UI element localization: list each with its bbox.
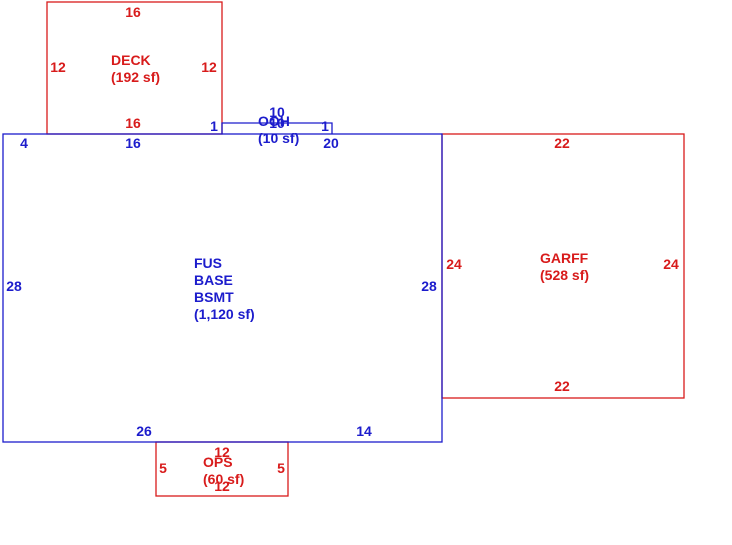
main-dim-left: 28 — [6, 278, 22, 294]
main-dim-bottom-right: 14 — [356, 423, 372, 439]
ooh-outline — [221, 122, 333, 134]
garage-dim-left: 24 — [446, 256, 462, 272]
garage-area: (528 sf) — [540, 267, 589, 283]
main-dim-right: 28 — [421, 278, 437, 294]
main-dim-bottom-left: 26 — [136, 423, 152, 439]
main-label-line-1: FUS — [194, 255, 222, 271]
main-label-line-3: BSMT — [194, 289, 234, 305]
ooh-area: (10 sf) — [258, 130, 299, 146]
porch-dim-left: 5 — [159, 460, 167, 476]
main-area: (1,120 sf) — [194, 306, 255, 322]
deck-dim-right: 12 — [201, 59, 217, 75]
deck-name: DECK — [111, 52, 151, 68]
main-dim-top: 16 — [125, 135, 141, 151]
main-house-outline — [2, 133, 443, 443]
porch-dim-top: 12 — [214, 444, 230, 460]
deck-dim-left: 12 — [50, 59, 66, 75]
garage-dim-top: 22 — [554, 135, 570, 151]
garage-name: GARFF — [540, 250, 589, 266]
ooh-dim-top-overlap: 10 — [269, 115, 285, 131]
deck-dim-bottom: 16 — [125, 115, 141, 131]
porch-dim-bottom: 12 — [214, 478, 230, 494]
deck-area: (192 sf) — [111, 69, 160, 85]
porch-name: OPS — [203, 454, 233, 470]
porch-dim-right: 5 — [277, 460, 285, 476]
garage-outline — [441, 133, 685, 399]
garage-dim-right: 24 — [663, 256, 679, 272]
main-dim-top-left: 4 — [20, 135, 28, 151]
porch-area: (60 sf) — [203, 471, 244, 487]
deck-dim-top: 16 — [125, 4, 141, 20]
ooh-dim-left: 1 — [210, 118, 218, 134]
ooh-dim-right: 1 — [321, 118, 329, 134]
ooh-dim-top: 10 — [269, 104, 285, 120]
ooh-name: OOH — [258, 113, 290, 129]
garage-dim-bottom: 22 — [554, 378, 570, 394]
ooh-dim-corner: 20 — [323, 135, 339, 151]
main-label-line-2: BASE — [194, 272, 233, 288]
